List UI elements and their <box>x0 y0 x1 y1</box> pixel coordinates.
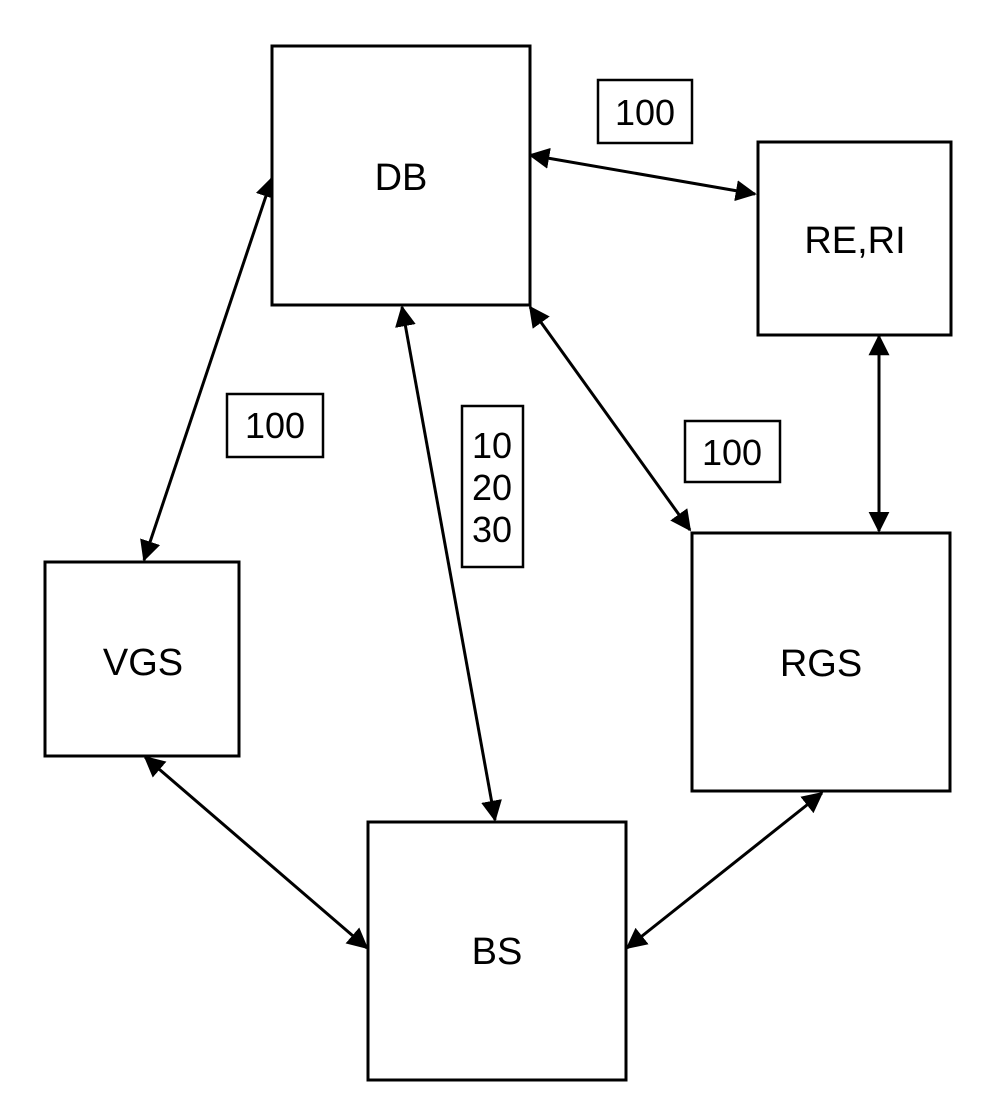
node-re-ri: RE,RI <box>758 142 951 335</box>
node-bs: BS <box>368 822 626 1080</box>
node-rgs-label: RGS <box>780 643 862 685</box>
edge-label-db-re: 100 <box>598 80 692 143</box>
node-db: DB <box>272 46 530 305</box>
edge-db-vgs <box>144 178 272 560</box>
edge-db-rgs <box>530 307 690 530</box>
edge-label-db-bs: 10 20 30 <box>462 406 523 567</box>
edge-label-db-bs-line-1: 10 <box>472 425 512 466</box>
node-rgs: RGS <box>692 533 950 791</box>
edge-vgs-bs <box>145 757 367 948</box>
edge-label-db-rgs: 100 <box>685 421 780 482</box>
node-db-label: DB <box>375 157 428 199</box>
node-re-ri-label: RE,RI <box>804 220 905 262</box>
edge-rgs-bs <box>627 793 822 948</box>
edge-label-db-vgs: 100 <box>227 394 323 457</box>
edge-label-db-rgs-text: 100 <box>702 432 762 473</box>
edge-db-re <box>530 155 755 194</box>
edge-label-db-vgs-text: 100 <box>245 405 305 446</box>
node-bs-label: BS <box>472 931 523 973</box>
node-vgs: VGS <box>45 562 239 756</box>
node-vgs-label: VGS <box>103 642 183 684</box>
edge-label-db-re-text: 100 <box>615 92 675 133</box>
edge-label-db-bs-line-2: 20 <box>472 467 512 508</box>
edge-label-db-bs-line-3: 30 <box>472 509 512 550</box>
